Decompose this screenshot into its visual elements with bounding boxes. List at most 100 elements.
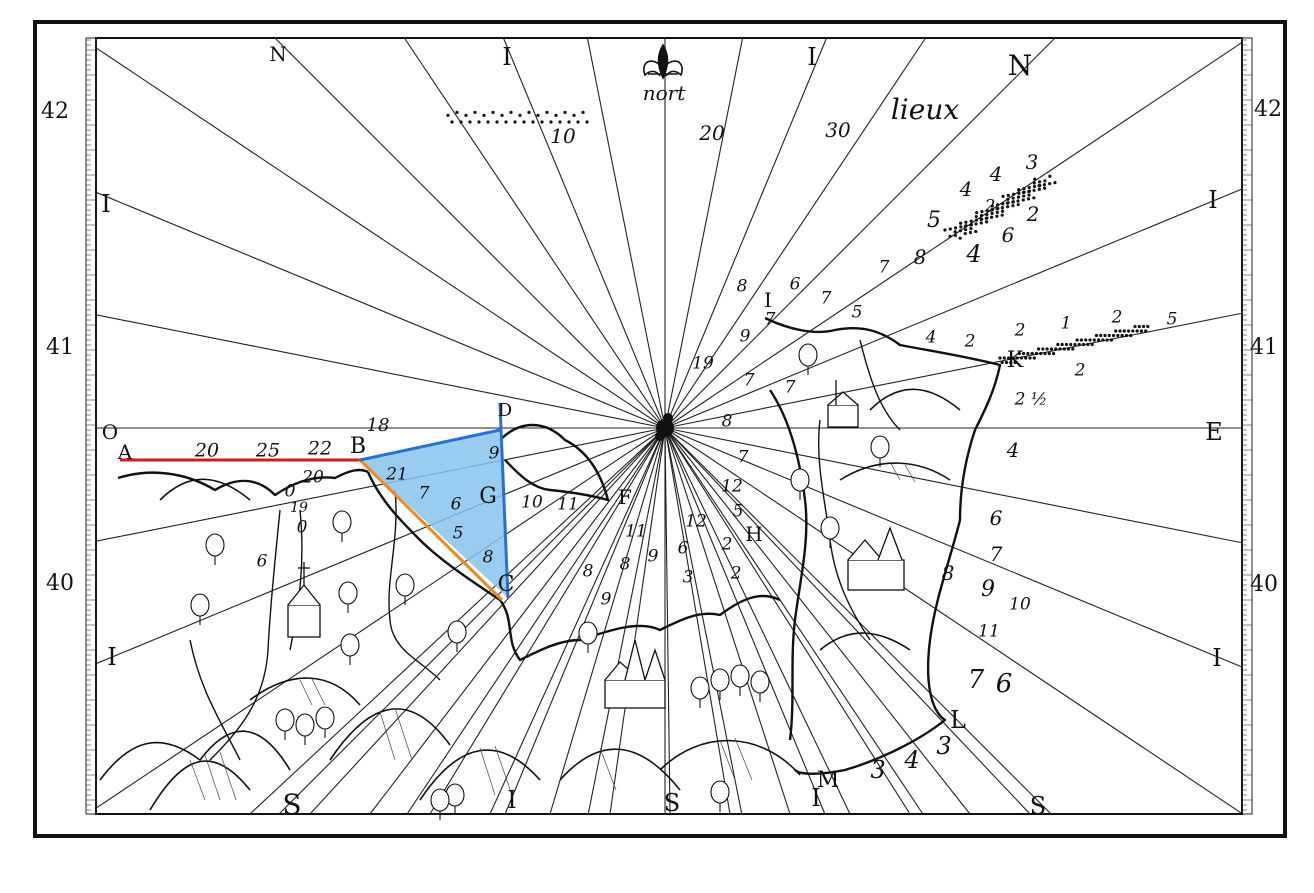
tree-icon xyxy=(730,664,750,696)
rhumb-line xyxy=(95,47,666,429)
blue-line-bd xyxy=(359,428,501,462)
sounding: 5 xyxy=(851,302,863,323)
tree-icon xyxy=(395,573,415,605)
rhumb-line xyxy=(664,427,1031,815)
tree-icon xyxy=(190,593,210,625)
sounding: 19 xyxy=(692,353,714,374)
compass-s-mid: S xyxy=(663,789,681,817)
rhumb-line xyxy=(369,427,666,815)
blue-line-dc xyxy=(498,403,510,599)
point-f: F xyxy=(618,485,632,509)
point-k: K xyxy=(1006,348,1024,373)
rhumb-lines xyxy=(95,37,1243,815)
sounding: 8 xyxy=(619,554,631,575)
rhumb-line xyxy=(664,42,1243,429)
rhumb-line xyxy=(664,427,1243,544)
point-l: L xyxy=(950,706,966,734)
church-east xyxy=(847,526,905,591)
compass-s-left: S xyxy=(282,788,302,821)
sounding: 9 xyxy=(600,589,612,610)
construction-overlay xyxy=(120,403,510,602)
sounding: 4 xyxy=(925,327,937,348)
rhumb-line xyxy=(429,427,666,815)
sounding: 6 xyxy=(1001,223,1015,247)
rhumb-line xyxy=(95,427,666,542)
rhumb-line xyxy=(664,427,671,815)
scale-tick-10: 10 xyxy=(550,124,576,148)
sounding: 3 xyxy=(936,732,952,760)
sounding: 7 xyxy=(878,257,890,278)
rhumb-line xyxy=(278,427,666,815)
tree-icon xyxy=(275,708,295,740)
compass-center xyxy=(655,413,674,441)
sounding: 7 xyxy=(989,542,1003,566)
sounding: 4 xyxy=(904,746,920,774)
lat-right-41: 41 xyxy=(1250,335,1278,360)
point-i: I xyxy=(764,288,772,312)
sounding: 9 xyxy=(488,443,500,464)
sounding: 5 xyxy=(1166,309,1178,330)
point-b: B xyxy=(349,434,367,459)
distance-20: 20 xyxy=(194,439,220,462)
compass-o: O xyxy=(101,420,119,444)
sounding: 2 xyxy=(984,196,996,217)
tree-icon xyxy=(332,510,352,542)
sounding: 2 xyxy=(1014,320,1026,341)
point-h: H xyxy=(745,522,763,546)
sounding: 2 xyxy=(1074,360,1086,381)
sounding: 2 xyxy=(1026,202,1040,226)
rhumb-line xyxy=(664,427,1243,814)
rhumb-line xyxy=(549,427,666,815)
compass-s-right: S xyxy=(1029,792,1047,820)
sounding: 7 xyxy=(737,447,749,468)
sounding: 7 xyxy=(764,309,776,330)
sounding: 6 xyxy=(995,669,1013,699)
compass-i-left-a: I xyxy=(101,190,111,218)
sounding: 3 xyxy=(870,756,886,784)
rhumb-line xyxy=(403,37,666,429)
rhumb-line xyxy=(406,427,666,815)
sounding: 12 xyxy=(685,511,707,532)
lat-left-40: 40 xyxy=(46,571,74,596)
rhumb-line xyxy=(664,427,731,815)
scale-tick-30: 30 xyxy=(825,118,851,142)
tree-icon xyxy=(710,668,730,700)
sounding: 2 ½ xyxy=(1014,389,1048,410)
shoals xyxy=(446,110,1150,365)
compass-i-top-b: I xyxy=(807,43,817,71)
rhumb-line xyxy=(664,37,927,429)
sounding: 3 xyxy=(682,567,694,588)
distance-22: 22 xyxy=(307,437,333,460)
trees xyxy=(190,343,890,820)
sounding: 11 xyxy=(625,521,647,542)
church-north-east xyxy=(827,380,859,428)
sounding: 6 xyxy=(677,538,689,559)
sounding: 20 xyxy=(302,467,324,488)
sounding: 0 xyxy=(284,481,296,502)
sounding: 7 xyxy=(967,665,985,695)
compass-i-right-b: I xyxy=(1212,644,1222,672)
latitude-scale-left xyxy=(85,37,97,815)
sounding: 7 xyxy=(784,377,796,398)
sounding: 2 xyxy=(964,331,976,352)
sounding: 19 xyxy=(290,500,308,516)
lat-left-42: 42 xyxy=(41,99,69,124)
tree-icon xyxy=(315,706,335,738)
compass-i-bottom-b: I xyxy=(811,784,821,812)
compass-i-right-a: I xyxy=(1208,186,1218,214)
compass-i-left-b: I xyxy=(107,643,117,671)
sounding: 7 xyxy=(418,483,430,504)
north-label: nort xyxy=(642,81,686,105)
sounding: 6 xyxy=(256,551,268,572)
distance-18: 18 xyxy=(366,415,390,436)
tree-icon xyxy=(578,621,598,653)
rhumb-line xyxy=(95,314,666,429)
sounding: 11 xyxy=(557,494,579,515)
rhumb-line xyxy=(489,427,666,815)
lat-right-40: 40 xyxy=(1250,572,1278,597)
tree-icon xyxy=(447,620,467,652)
lat-left-41: 41 xyxy=(46,335,74,360)
rhumb-line xyxy=(664,427,911,815)
rhumb-line xyxy=(664,37,744,429)
